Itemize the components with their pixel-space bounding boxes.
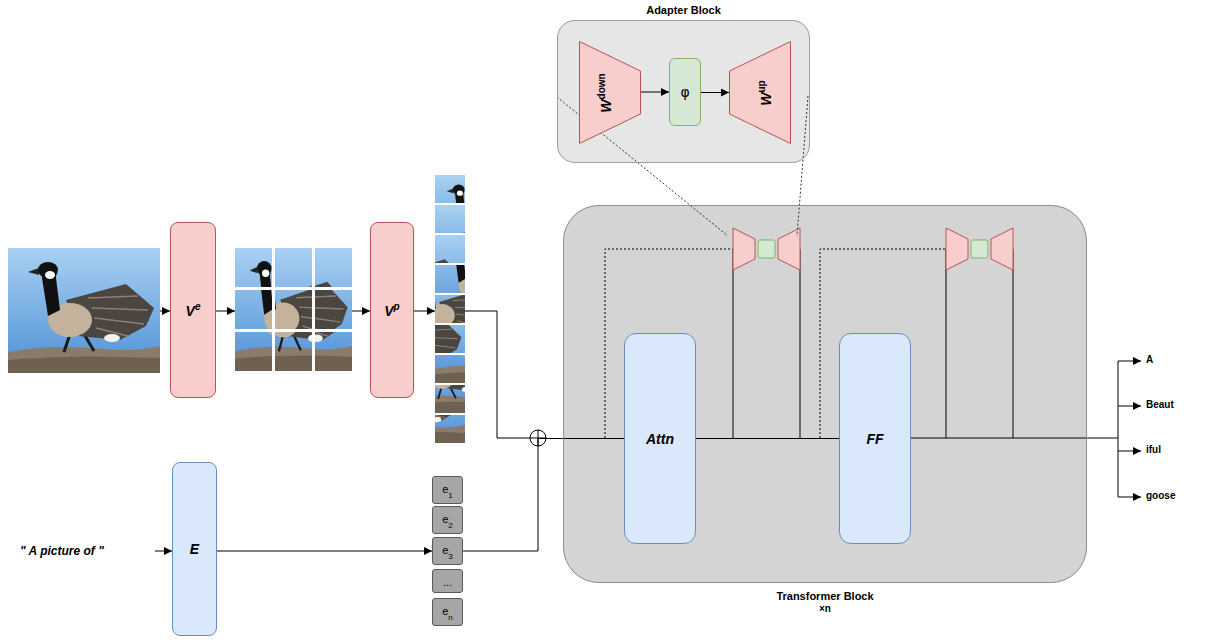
patch-wire xyxy=(465,311,530,438)
token-embedding: e2 xyxy=(432,506,463,533)
connector xyxy=(641,92,669,93)
text-embedder: E xyxy=(172,462,217,636)
vision-encoder: Ve xyxy=(170,222,216,398)
flow-arrow xyxy=(216,311,235,312)
label-text: Attn xyxy=(646,431,674,447)
label-text: W xyxy=(598,99,614,112)
output-arrow xyxy=(1118,497,1141,498)
adapter-wire xyxy=(733,249,800,438)
label-text: n xyxy=(448,613,452,622)
label-text: φ xyxy=(680,84,689,100)
label-text: p xyxy=(394,301,400,312)
transformer-block: AttnFFTransformer Block×n xyxy=(563,205,1087,583)
flow-arrow xyxy=(155,551,172,552)
adapter-block: WdownφWupAdapter Block xyxy=(557,20,810,163)
flow-arrow xyxy=(414,311,435,312)
up-projection: Wup xyxy=(729,41,791,144)
flow-arrow xyxy=(352,311,370,312)
label-text: up xyxy=(756,80,767,92)
input-prompt: " A picture of " xyxy=(20,544,104,558)
label-text: e xyxy=(195,301,201,312)
label-text: FF xyxy=(866,431,883,447)
goose-photo xyxy=(8,248,160,373)
output-arrow xyxy=(1118,451,1141,452)
node-label: e2 xyxy=(442,510,453,529)
mini-adapter xyxy=(758,240,775,258)
attention-box: Attn xyxy=(624,333,696,544)
output-arrow xyxy=(1118,406,1141,407)
label-text: V xyxy=(384,303,393,319)
connector xyxy=(217,551,432,552)
container-ground xyxy=(563,205,1087,583)
mini-adapter xyxy=(946,228,968,270)
output-token: iful xyxy=(1146,444,1161,455)
mini-adapter xyxy=(991,228,1013,270)
node-label: φ xyxy=(680,84,689,100)
connector xyxy=(463,439,624,552)
image-patch xyxy=(405,329,495,413)
mini-adapter xyxy=(733,228,755,270)
down-projection: Wdown xyxy=(579,41,641,144)
label-text: W xyxy=(758,92,774,105)
trapezoid-outline xyxy=(580,42,641,144)
connector xyxy=(696,438,839,439)
zoom-leader xyxy=(797,96,808,236)
label-text: E xyxy=(190,541,199,557)
output-token: goose xyxy=(1146,490,1175,501)
node-label: e1 xyxy=(442,480,453,499)
label-text: down xyxy=(596,73,607,99)
flow-arrow xyxy=(160,311,170,312)
label-text: e xyxy=(442,605,448,617)
feed-forward-box: FF xyxy=(839,333,911,544)
node-label: E xyxy=(190,541,199,557)
node-label: FF xyxy=(866,431,883,447)
connector xyxy=(701,92,729,93)
trapezoid-outline xyxy=(730,42,791,144)
label-text: 1 xyxy=(448,491,452,500)
node-label: Attn xyxy=(646,431,674,447)
node-label: e3 xyxy=(442,541,453,560)
label-text: e xyxy=(442,513,448,525)
mini-adapter xyxy=(778,228,800,270)
output-arrow xyxy=(1118,361,1141,362)
trapezoid-shape xyxy=(579,41,641,144)
label-text: ... xyxy=(443,576,452,588)
output-token: Beaut xyxy=(1146,399,1174,410)
token-embedding: ... xyxy=(432,569,463,593)
node-heading: Transformer Block xyxy=(564,590,1086,602)
label-text: e xyxy=(442,483,448,495)
label-text: 3 xyxy=(448,552,452,561)
node-label: ... xyxy=(443,573,452,589)
adapter-wire xyxy=(946,249,1013,438)
node-heading: Adapter Block xyxy=(538,4,829,16)
node-label: Wdown xyxy=(596,73,614,112)
token-embedding: e3 xyxy=(432,537,463,564)
image-tile xyxy=(241,254,352,371)
token-embedding: e1 xyxy=(432,476,463,503)
container-ground xyxy=(557,20,810,163)
label-text: 2 xyxy=(448,521,452,530)
node-label: en xyxy=(442,602,453,621)
mini-adapter xyxy=(971,240,988,258)
token-embedding: en xyxy=(432,598,463,625)
node-heading: ×n xyxy=(564,603,1086,614)
activation-box: φ xyxy=(669,58,701,126)
label-text: V xyxy=(186,303,195,319)
node-label: Vp xyxy=(384,301,399,319)
node-label: Ve xyxy=(186,301,201,319)
image-patch xyxy=(435,299,525,383)
vision-projector: Vp xyxy=(370,222,414,398)
label-text: e xyxy=(442,544,448,556)
output-token: A xyxy=(1146,354,1153,365)
node-label: Wup xyxy=(756,80,774,105)
